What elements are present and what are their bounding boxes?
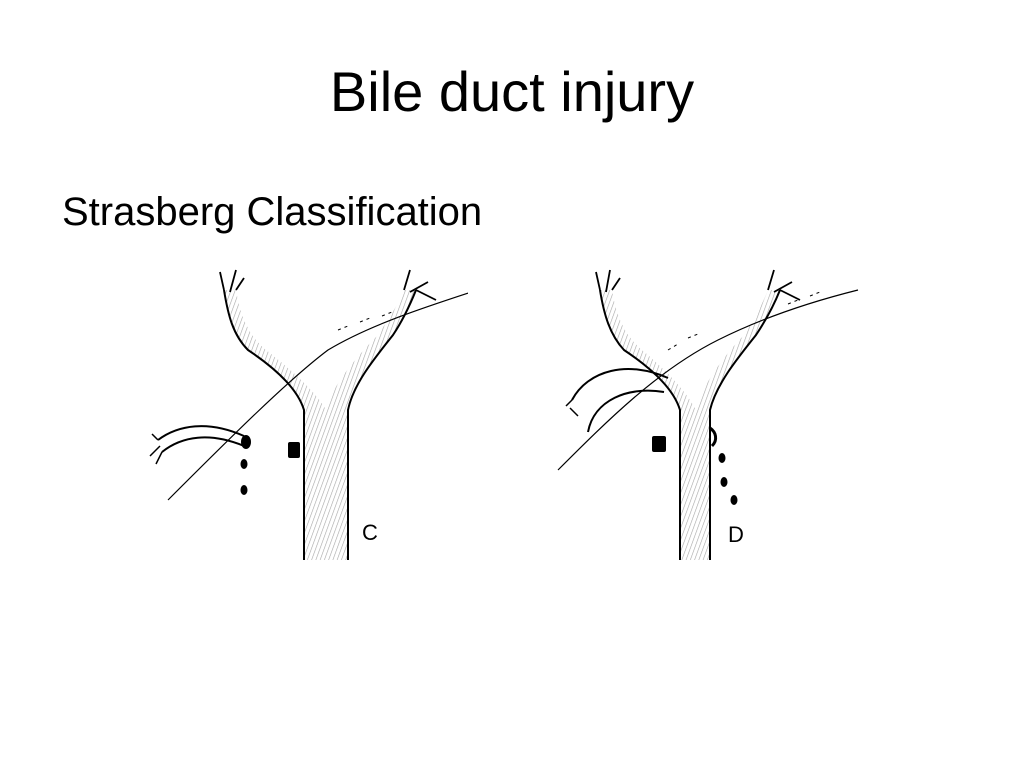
bile-duct-drawing-d: D bbox=[557, 269, 859, 560]
liver-surface-dashes bbox=[337, 311, 393, 331]
lateral-injury-site bbox=[709, 426, 718, 448]
bile-drop bbox=[720, 477, 728, 487]
right-hepatic-tip bbox=[403, 269, 437, 301]
bile-duct-drawing-c: C bbox=[149, 269, 468, 560]
bile-drop bbox=[718, 453, 726, 463]
accessory-duct-tip bbox=[565, 399, 579, 417]
bile-drop bbox=[240, 459, 248, 469]
strasberg-figure-c: C bbox=[148, 260, 468, 590]
liver-edge-line bbox=[167, 292, 468, 501]
transected-accessory-duct bbox=[157, 425, 245, 453]
slide-title: Bile duct injury bbox=[329, 60, 695, 123]
duct-wall-hatching bbox=[600, 290, 780, 560]
left-hepatic-tip bbox=[219, 269, 245, 293]
duct-stump bbox=[652, 436, 666, 452]
panel-label-c: C bbox=[362, 520, 378, 545]
accessory-duct-branch bbox=[571, 368, 669, 433]
duct-wall-hatching bbox=[224, 290, 416, 560]
accessory-duct-tip bbox=[149, 433, 163, 465]
liver-edge-line bbox=[557, 289, 859, 471]
slide-subtitle: Strasberg Classification bbox=[62, 190, 483, 234]
duct-stump bbox=[288, 442, 300, 458]
panel-label-d: D bbox=[728, 522, 744, 547]
bile-drop bbox=[240, 485, 248, 495]
left-hepatic-tip bbox=[595, 269, 621, 293]
strasberg-figure-d: D bbox=[548, 260, 868, 590]
accessory-duct-stump bbox=[241, 435, 251, 449]
right-hepatic-tip bbox=[767, 269, 801, 301]
bile-drop bbox=[730, 495, 738, 505]
